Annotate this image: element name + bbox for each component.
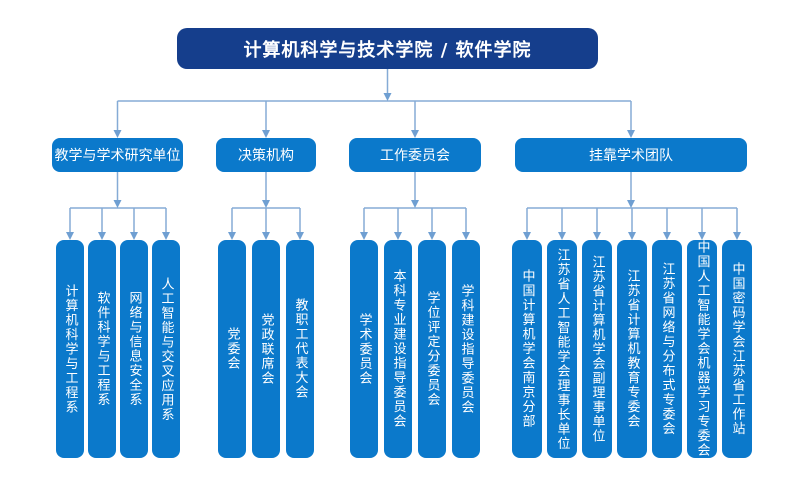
unit-node-label: 中国人工智能学会机器学习专委会 xyxy=(694,240,710,458)
category-node-affiliated-teams: 挂靠学术团队 xyxy=(515,138,747,172)
unit-node-label: 计算机科学与工程系 xyxy=(62,283,78,415)
children-group-work-committees: 学术委员会 本科专业建设指导委员会 学位评定分委员会 学科建设指导委员会 xyxy=(350,240,480,458)
root-node-label: 计算机科学与技术学院 / 软件学院 xyxy=(243,39,532,61)
children-group-teaching-research: 计算机科学与工程系软件科学与工程系网络与信息安全系人工智能与交叉应用系 xyxy=(56,240,180,458)
unit-node-label: 江苏省网络与分布式专委会 xyxy=(659,262,675,436)
unit-node-label: 江苏省计算机教育专委会 xyxy=(624,269,640,429)
unit-node: 网络与信息安全系 xyxy=(120,240,148,458)
unit-node-label: 江苏省计算机学会副理事单位 xyxy=(589,254,605,444)
unit-node: 江苏省网络与分布式专委会 xyxy=(652,240,682,458)
unit-node: 本科专业建设指导委员会 xyxy=(384,240,412,458)
category-label: 教学与学术研究单位 xyxy=(54,148,181,164)
category-label: 挂靠学术团队 xyxy=(589,148,673,164)
unit-node-label: 网络与信息安全系 xyxy=(126,291,142,407)
unit-node-label: 本科专业建设指导委员会 xyxy=(390,269,406,429)
children-group-decision-bodies: 党委会 党政联席会 教职工代表大会 xyxy=(218,240,314,458)
unit-node-label: 中国计算机学会南京分部 xyxy=(519,269,535,429)
category-node-teaching-research: 教学与学术研究单位 xyxy=(52,138,183,172)
unit-node: 软件科学与工程系 xyxy=(88,240,116,458)
unit-node: 江苏省计算机教育专委会 xyxy=(617,240,647,458)
unit-node: 江苏省计算机学会副理事单位 xyxy=(582,240,612,458)
unit-node: 教职工代表大会 xyxy=(286,240,314,458)
unit-node: 党委会 xyxy=(218,240,246,458)
unit-node-label: 软件科学与工程系 xyxy=(94,291,110,407)
unit-node: 学位评定分委员会 xyxy=(418,240,446,458)
root-node: 计算机科学与技术学院 / 软件学院 xyxy=(177,28,598,69)
unit-node: 江苏省人工智能学会理事长单位 xyxy=(547,240,577,458)
unit-node: 计算机科学与工程系 xyxy=(56,240,84,458)
unit-node: 人工智能与交叉应用系 xyxy=(152,240,180,458)
category-label: 决策机构 xyxy=(238,148,294,164)
unit-node: 党政联席会 xyxy=(252,240,280,458)
unit-node-label: 中国密码学会江苏省工作站 xyxy=(729,262,745,436)
unit-node: 学科建设指导委员会 xyxy=(452,240,480,458)
unit-node: 中国人工智能学会机器学习专委会 xyxy=(687,240,717,458)
unit-node: 学术委员会 xyxy=(350,240,378,458)
unit-node-label: 学术委员会 xyxy=(356,312,372,386)
category-node-decision-bodies: 决策机构 xyxy=(216,138,316,172)
unit-node-label: 人工智能与交叉应用系 xyxy=(158,276,174,422)
unit-node-label: 江苏省人工智能学会理事长单位 xyxy=(554,247,570,451)
category-node-work-committees: 工作委员会 xyxy=(349,138,481,172)
unit-node-label: 党委会 xyxy=(224,327,240,371)
category-label: 工作委员会 xyxy=(380,148,450,164)
unit-node-label: 学科建设指导委员会 xyxy=(458,283,474,415)
unit-node-label: 学位评定分委员会 xyxy=(424,291,440,407)
unit-node: 中国计算机学会南京分部 xyxy=(512,240,542,458)
unit-node: 中国密码学会江苏省工作站 xyxy=(722,240,752,458)
children-group-affiliated-teams: 中国计算机学会南京分部 江苏省人工智能学会理事长单位 江苏省计算机学会副理事单位 江苏… xyxy=(512,240,752,458)
unit-node-label: 党政联席会 xyxy=(258,312,274,386)
unit-node-label: 教职工代表大会 xyxy=(292,298,308,400)
